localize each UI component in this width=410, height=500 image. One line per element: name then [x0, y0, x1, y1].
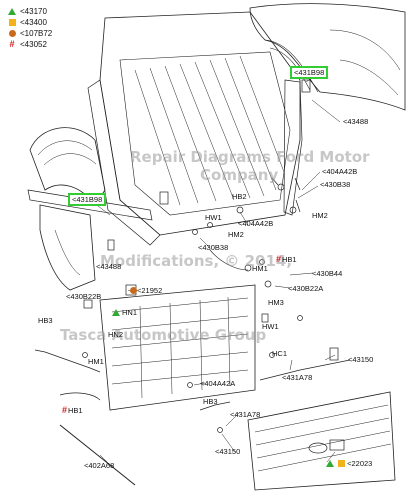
callout-hb1-left: #HB1 [62, 405, 83, 416]
green-triangle-icon [6, 6, 18, 17]
callout-hw1-top: HW1 [205, 213, 222, 222]
callout-430B22B: <430B22B [66, 292, 102, 301]
leader-lines [89, 77, 341, 466]
callout-431A78-right: <431A78 [282, 373, 313, 382]
brown-circle-icon [6, 28, 18, 39]
yellow-square-icon [338, 460, 345, 467]
callout-43150-bottom: <43150 [215, 447, 241, 456]
callout-431B98-top: <431B98 [290, 66, 329, 79]
callout-hw1-right: HW1 [262, 322, 279, 331]
callout-21952: <21952 [130, 286, 162, 295]
callout-hm1-mid: HM1 [252, 264, 268, 273]
callout-431A78-mid: <431A78 [230, 410, 261, 419]
bed-floor [119, 51, 291, 216]
legend-code: <43400 [20, 18, 47, 27]
callout-hb3-left: HB3 [38, 316, 53, 325]
cable-left-long [34, 349, 101, 373]
watermark-line-4: Tasca Automotive Group [60, 326, 267, 344]
callout-hb1-left-label: HB1 [68, 406, 83, 415]
callout-21952-label: <21952 [137, 286, 163, 295]
symbol-legend: <43170 <43400 <107B72 # <43052 [6, 6, 86, 50]
cable-upper-right [209, 249, 249, 271]
callout-404A42B-right: <404A42B [322, 167, 358, 176]
callout-hc1: HC1 [272, 349, 288, 358]
legend-row-green-triangle: <43170 [6, 6, 86, 17]
watermark-line-3: Modifications, © 2014, [100, 252, 293, 270]
callout-430B22A: <430B22A [288, 284, 324, 293]
callout-22023-label: <22023 [347, 459, 373, 468]
yellow-square-icon [6, 17, 18, 28]
callout-hn1-label: HN1 [122, 308, 138, 317]
right-fender [249, 3, 406, 111]
red-hash-icon: # [9, 39, 15, 49]
tailgate-outer-panel [247, 391, 396, 491]
tailgate-inner-ribs [111, 296, 249, 399]
callout-hm1-left: HM1 [88, 357, 104, 366]
tailgate-inner-panel [99, 284, 256, 411]
callout-hn1: HN1 [112, 308, 137, 317]
brown-circle-icon [130, 287, 137, 294]
callout-402A68: <402A68 [84, 461, 115, 470]
callout-hb1-mid-label: HB1 [282, 255, 297, 264]
watermark-line-1: Repair Diagrams Ford Motor [130, 148, 370, 166]
callout-hn2: HN2 [108, 330, 124, 339]
cable-bottom-right [259, 359, 351, 381]
watermark-line-2: Company [200, 166, 279, 184]
right-wheel-arch [264, 39, 319, 93]
legend-row-brown-circle: <107B72 [6, 28, 86, 39]
legend-row-red-hash: # <43052 [6, 39, 86, 50]
callout-404A42A: <404A42A [200, 379, 236, 388]
legend-row-yellow-square: <43400 [6, 17, 86, 28]
right-bed-pillar [283, 79, 303, 216]
tailgate-outer-ribs [254, 404, 392, 472]
tailgate-support-rod [59, 424, 136, 486]
callout-430B38-mid: <430B38 [198, 243, 229, 252]
left-bed-wall [87, 79, 161, 246]
callout-hb1-mid: #HB1 [276, 254, 297, 265]
callout-hm2-right: HM2 [312, 211, 328, 220]
callout-43150-right: <43150 [348, 355, 374, 364]
cable-bottom-mid [199, 401, 231, 411]
left-wheel-well [29, 127, 106, 206]
hardware-parts [82, 79, 345, 451]
callout-hb2: HB2 [232, 192, 247, 201]
callout-hb3-bottom: HB3 [203, 397, 218, 406]
left-taillight-area [39, 204, 96, 291]
callout-43488-right: <43488 [343, 117, 369, 126]
cable-lower [59, 392, 101, 401]
callout-404A42B-mid: <404A42B [238, 219, 274, 228]
callout-hm3: HM3 [268, 298, 284, 307]
callout-430B44: <430B44 [312, 269, 343, 278]
green-triangle-icon [326, 460, 334, 467]
legend-code: <107B72 [20, 29, 53, 38]
legend-code: <43170 [20, 7, 47, 16]
legend-code: <43052 [20, 40, 47, 49]
callout-hm2-left: HM2 [228, 230, 244, 239]
bed-floor-ribs [134, 55, 285, 206]
ford-oval-emblem [308, 442, 328, 454]
callout-43488-left: <43488 [96, 262, 122, 271]
left-bed-rail [27, 189, 153, 221]
callout-431B98-left: <431B98 [68, 193, 107, 206]
green-triangle-icon [112, 309, 120, 316]
callout-22023: <22023 [326, 459, 372, 468]
callout-430B38-right: <430B38 [320, 180, 351, 189]
